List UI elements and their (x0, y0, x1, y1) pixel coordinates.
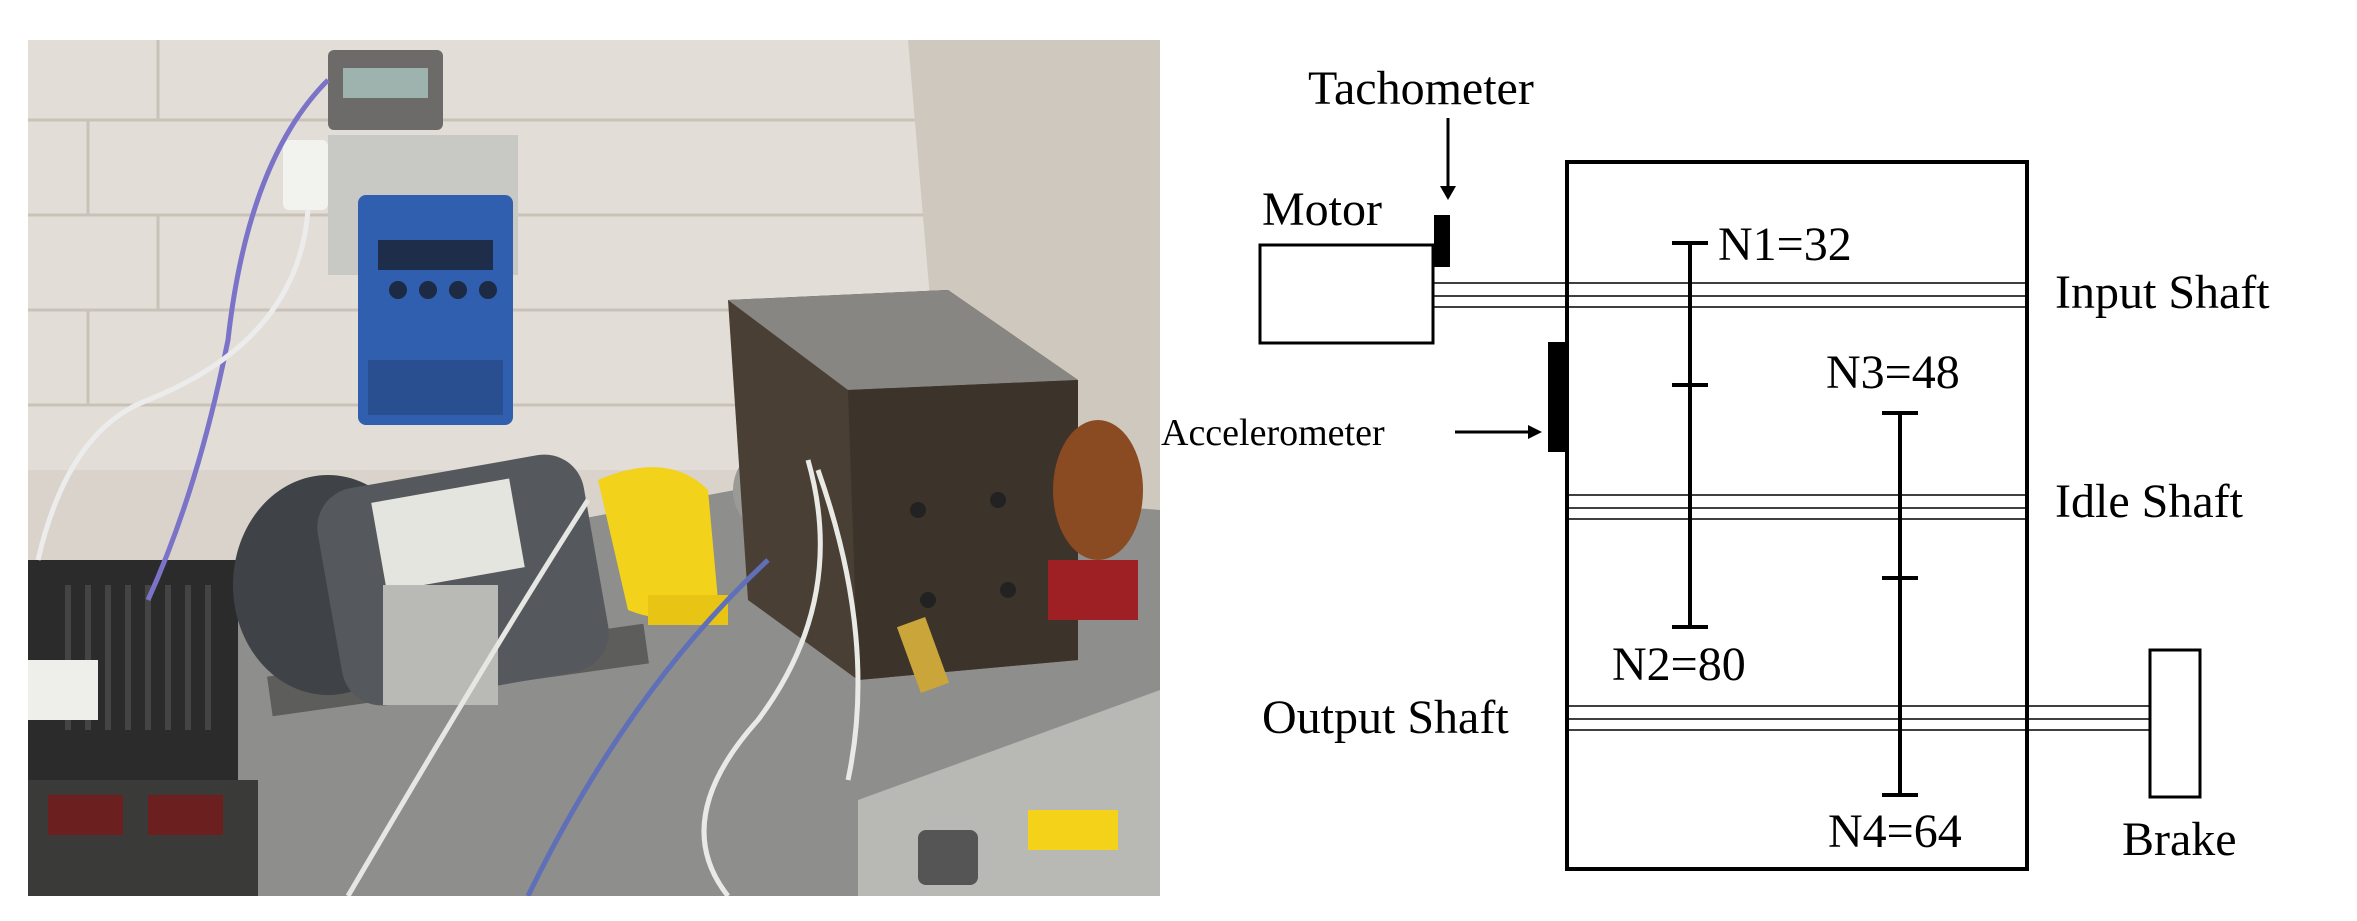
gear-pair-n3-n4 (1882, 411, 1918, 797)
idle-shaft (1567, 494, 2027, 520)
gear-n2-label: N2=80 (1612, 638, 1746, 691)
idle-shaft-label: Idle Shaft (2055, 475, 2244, 528)
motor-label: Motor (1262, 183, 1382, 236)
gearbox-schematic: Tachometer Motor Accelerometer Input Sha… (1160, 0, 2357, 921)
tachometer-arrowhead (1440, 186, 1456, 200)
tachometer-sensor (1434, 215, 1450, 267)
tachometer-label: Tachometer (1308, 62, 1534, 115)
accelerometer-sensor (1548, 342, 1568, 452)
accelerometer-label: Accelerometer (1161, 412, 1385, 454)
wall-outlet (283, 140, 328, 210)
cables (35, 78, 861, 896)
brake-unit (1053, 420, 1143, 560)
test-rig-photo (28, 40, 1160, 896)
gear-n3-label: N3=48 (1826, 346, 1960, 399)
motor-box (1258, 243, 1435, 345)
brake-box (2148, 648, 2202, 799)
gearbox-housing-outline (1565, 160, 2029, 871)
sensor-bracket (896, 616, 950, 694)
accelerometer-arrowhead (1528, 425, 1542, 439)
gear-n4-label: N4=64 (1828, 805, 1962, 858)
gear-n1-label: N1=32 (1718, 218, 1852, 271)
coupling-guard (598, 467, 718, 618)
input-shaft (1433, 282, 2027, 308)
input-shaft-label: Input Shaft (2055, 266, 2270, 319)
output-shaft-label: Output Shaft (1262, 691, 1509, 744)
motor-junction-box (383, 585, 498, 705)
brake-label: Brake (2122, 813, 2237, 866)
gear-pair-n1-n2 (1672, 241, 1708, 629)
output-shaft (1567, 705, 2150, 731)
